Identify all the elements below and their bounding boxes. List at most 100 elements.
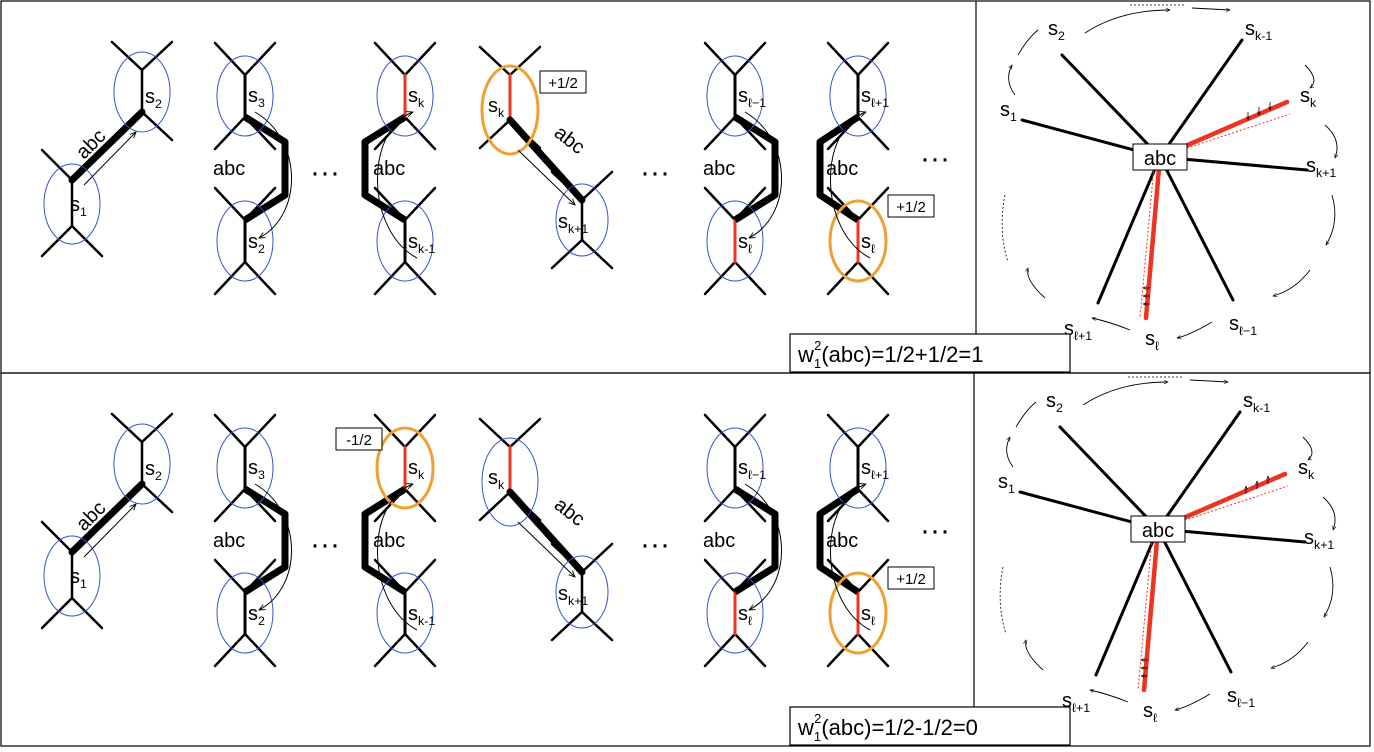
thick-path <box>506 488 586 576</box>
spoke <box>1060 53 1162 159</box>
leg <box>478 45 512 77</box>
label-base: s <box>1229 313 1239 335</box>
thick-path <box>68 108 146 184</box>
cycle-arrow <box>1006 437 1014 468</box>
cycle-arrow <box>1323 566 1334 617</box>
weight-badge: -1/2 <box>346 432 372 449</box>
leg <box>580 170 614 202</box>
label-subscript: ℓ−1 <box>748 468 766 482</box>
label-subscript: k <box>498 478 505 492</box>
site-ellipse <box>216 572 274 654</box>
label-subscript: k-1 <box>1255 29 1272 43</box>
node-label-bottom: sk-1 <box>408 603 435 628</box>
label-subscript: 2 <box>258 614 265 628</box>
label-subscript: 2 <box>1058 29 1065 43</box>
node-label-bottom: sℓ <box>738 231 752 256</box>
leg <box>213 260 247 296</box>
highlight-ellipse <box>480 64 540 156</box>
label-base: s <box>1245 18 1255 40</box>
node-label-bottom: sk+1 <box>558 583 588 608</box>
weight-badge: +1/2 <box>548 75 578 92</box>
label-subscript: 3 <box>258 96 265 110</box>
label-base: s <box>145 458 155 480</box>
node-label-top: sℓ−1 <box>738 85 766 110</box>
node-label-s2: s2 <box>145 458 162 483</box>
highlight-ellipse <box>828 199 888 283</box>
label-base: s <box>1300 85 1310 107</box>
site-ellipse <box>555 555 609 629</box>
leg <box>403 115 437 151</box>
formula-text: w12(abc)=1/2+1/2=1 <box>797 338 983 371</box>
leg <box>826 260 860 296</box>
node-label-s2: s2 <box>145 86 162 111</box>
node-label-top: sℓ−1 <box>738 457 766 482</box>
leg <box>703 487 737 523</box>
formula-text: w12(abc)=1/2-1/2=0 <box>797 711 978 744</box>
guide-line <box>1157 485 1289 530</box>
formula-rest: (abc)=1/2+1/2=1 <box>821 342 983 367</box>
site-ellipse <box>706 427 764 509</box>
label-subscript: k+1 <box>568 594 588 608</box>
leg <box>508 417 542 449</box>
label-base: s <box>998 471 1008 493</box>
label-subscript: ℓ <box>871 242 875 256</box>
star-node-label: sk-1 <box>1243 390 1270 415</box>
site-ellipse <box>216 427 274 509</box>
leg <box>40 520 74 554</box>
site-ellipse <box>113 51 171 133</box>
leg <box>403 260 437 296</box>
label-subscript: ℓ <box>871 614 875 628</box>
center-box <box>1130 515 1186 543</box>
leg <box>733 632 767 668</box>
formula-box <box>789 706 1071 746</box>
badge-box <box>335 427 383 451</box>
thick-path <box>733 486 779 595</box>
bottom-panel: s1s2abcs3s2abc···sksk-1abc-1/2sksk+1abc·… <box>40 376 1335 746</box>
label-base: s <box>408 231 418 253</box>
label-subscript: k-1 <box>1253 401 1270 415</box>
label-subscript: k-1 <box>418 614 435 628</box>
flow-arrow <box>517 521 575 577</box>
label-subscript: k+1 <box>568 222 588 236</box>
node-label-top: s3 <box>248 85 265 110</box>
spoke <box>1158 155 1235 302</box>
node-label-bottom: sℓ <box>861 231 875 256</box>
leg <box>40 596 74 630</box>
label-base: s <box>1064 318 1074 340</box>
label-subscript: k <box>418 468 425 482</box>
label-base: s <box>248 457 258 479</box>
leg <box>70 224 104 258</box>
spoke <box>1096 155 1162 305</box>
formula-sub: 1 <box>814 356 821 371</box>
leg <box>213 487 247 523</box>
node-label-s1: s1 <box>70 566 87 591</box>
label-base: s <box>738 85 748 107</box>
guide-line <box>1139 166 1155 319</box>
node-label-s1: s1 <box>70 194 87 219</box>
star-node-label: sk <box>1298 457 1315 482</box>
leg <box>403 186 437 222</box>
weight-badge: +1/2 <box>896 199 926 216</box>
edge-label-abc: abc <box>550 122 589 159</box>
star-node-label: sℓ+1 <box>1062 690 1090 715</box>
star-node-label: sk-1 <box>1245 18 1272 43</box>
label-base: s <box>738 603 748 625</box>
label-base: s <box>408 603 418 625</box>
red-spoke <box>1143 154 1163 321</box>
leg <box>373 413 407 449</box>
label-subscript: 3 <box>258 468 265 482</box>
left-diagrams: s1s2abcs3s2abc···sksk-1abcsksk+1abc+1/2·… <box>40 40 950 296</box>
label-base: s <box>861 457 871 479</box>
label-subscript: k <box>418 96 425 110</box>
cycle-arrow <box>1302 436 1313 460</box>
dotted-arc <box>1001 194 1009 263</box>
label-base: s <box>488 467 498 489</box>
leg <box>213 632 247 668</box>
label-subscript: ℓ−1 <box>748 96 766 110</box>
label-base: s <box>248 85 258 107</box>
